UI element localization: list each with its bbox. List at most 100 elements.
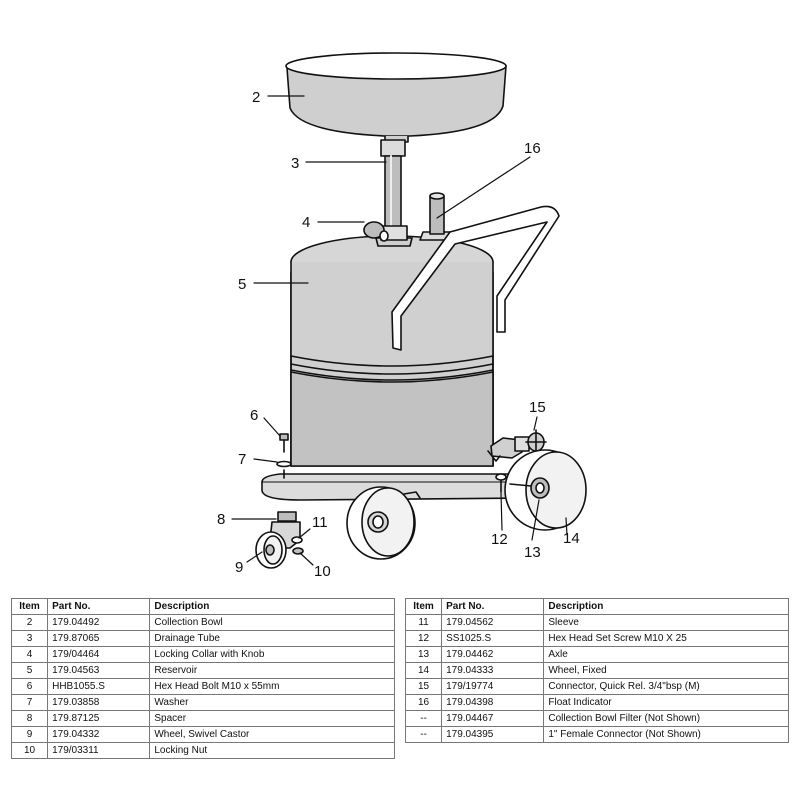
callout-7: 7 — [238, 451, 246, 468]
part-no-cell: 179.04395 — [441, 726, 545, 743]
part-no-cell: 179.87065 — [47, 630, 151, 647]
callout-11: 11 — [312, 514, 328, 531]
part-no-cell: 179.03858 — [47, 694, 151, 711]
locking-collar-with-knob — [363, 221, 413, 247]
set-screw — [495, 473, 507, 493]
item-cell: 12 — [404, 630, 443, 647]
part-no-cell: 179.04332 — [47, 726, 151, 743]
reservoir — [290, 235, 494, 467]
item-cell: 3 — [10, 630, 49, 647]
part-no-cell: SS1025.S — [441, 630, 545, 647]
description-cell: Hex Head Set Screw M10 X 25 — [543, 630, 789, 647]
item-cell: -- — [404, 710, 443, 727]
description-cell: Drainage Tube — [149, 630, 395, 647]
item-cell: 8 — [10, 710, 49, 727]
part-no-cell: 179/04464 — [47, 646, 151, 663]
callout-2: 2 — [252, 89, 260, 106]
table-header-row: Item Part No. Description — [404, 598, 789, 615]
callout-10: 10 — [314, 563, 331, 580]
callout-14: 14 — [563, 530, 580, 547]
description-cell: Hex Head Bolt M10 x 55mm — [149, 678, 395, 695]
part-no-cell: 179.04563 — [47, 662, 151, 679]
part-no-cell: 179/03311 — [47, 742, 151, 759]
part-no-cell: 179.87125 — [47, 710, 151, 727]
callout-4: 4 — [302, 214, 310, 231]
callout-6: 6 — [250, 407, 258, 424]
item-cell: -- — [404, 726, 443, 743]
handle — [391, 205, 560, 351]
leader-lines — [231, 95, 568, 566]
callout-13: 13 — [524, 544, 541, 561]
description-cell: Wheel, Swivel Castor — [149, 726, 395, 743]
callout-9: 9 — [235, 559, 243, 576]
item-cell: 16 — [404, 694, 443, 711]
quick-release-connector — [487, 429, 547, 462]
item-cell: 13 — [404, 646, 443, 663]
description-cell: Wheel, Fixed — [543, 662, 789, 679]
callout-3: 3 — [291, 155, 299, 172]
exploded-parts-diagram: 2 3 16 4 5 6 7 15 8 11 9 10 12 13 14 — [217, 52, 587, 580]
part-no-cell: 179.04333 — [441, 662, 545, 679]
column-header-description: Description — [543, 598, 789, 615]
description-cell: Locking Nut — [149, 742, 395, 759]
column-header-part-no: Part No. — [441, 598, 545, 615]
column-header-item: Item — [10, 598, 49, 615]
item-cell: 4 — [10, 646, 49, 663]
callout-5: 5 — [238, 276, 246, 293]
item-cell: 10 — [10, 742, 49, 759]
description-cell: Connector, Quick Rel. 3/4"bsp (M) — [543, 678, 789, 695]
swivel-castor — [255, 511, 304, 569]
description-cell: Collection Bowl — [149, 614, 395, 631]
table-header-row: Item Part No. Description — [10, 598, 395, 615]
item-cell: 11 — [404, 614, 443, 631]
column-header-description: Description — [149, 598, 395, 615]
item-cell: 2 — [10, 614, 49, 631]
item-cell: 7 — [10, 694, 49, 711]
description-cell: Reservoir — [149, 662, 395, 679]
part-no-cell: 179.04492 — [47, 614, 151, 631]
description-cell: Axle — [543, 646, 789, 663]
description-cell: Washer — [149, 694, 395, 711]
fixed-wheel-left — [346, 486, 421, 560]
description-cell: 1" Female Connector (Not Shown) — [543, 726, 789, 743]
collection-bowl — [285, 52, 507, 143]
description-cell: Spacer — [149, 710, 395, 727]
item-cell: 6 — [10, 678, 49, 695]
part-no-cell: 179/19774 — [441, 678, 545, 695]
part-no-cell: 179.04462 — [441, 646, 545, 663]
part-no-cell: 179.04562 — [441, 614, 545, 631]
fixed-wheel-right — [504, 449, 587, 531]
callout-12: 12 — [491, 531, 508, 548]
description-cell: Sleeve — [543, 614, 789, 631]
part-no-cell: 179.04467 — [441, 710, 545, 727]
callout-labels: 2 3 16 4 5 6 7 15 8 11 9 10 12 13 14 — [217, 89, 580, 580]
drainage-tube — [380, 139, 406, 237]
item-cell: 14 — [404, 662, 443, 679]
part-no-cell: HHB1055.S — [47, 678, 151, 695]
description-cell: Float Indicator — [543, 694, 789, 711]
callout-8: 8 — [217, 511, 225, 528]
bolt-and-washer — [276, 433, 292, 479]
description-cell: Locking Collar with Knob — [149, 646, 395, 663]
item-cell: 9 — [10, 726, 49, 743]
callout-15: 15 — [529, 399, 546, 416]
waste-oil-drainer-drawing: 2 3 16 4 5 6 7 15 8 11 9 10 12 13 14 — [217, 52, 587, 580]
column-header-part-no: Part No. — [47, 598, 151, 615]
